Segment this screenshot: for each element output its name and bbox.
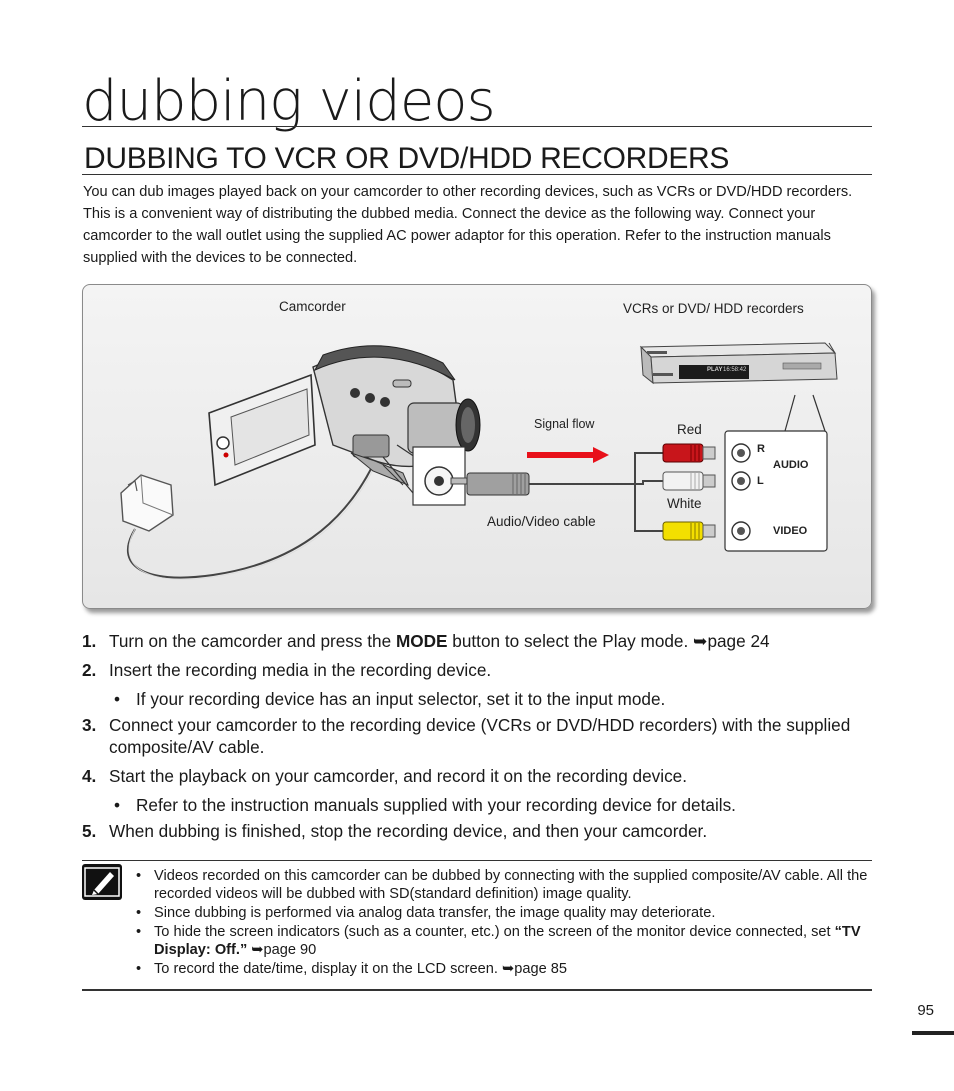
step-bullet: • If your recording device has an input … [114,689,666,709]
tv-display-setting: “TV Display: Off.” [154,924,861,958]
camcorder-icon [208,345,481,487]
red-plug-icon [662,443,716,463]
note-item: •To hide the screen indicators (such as … [136,924,861,958]
step-text: Start the playback on your camcorder, an… [109,766,688,786]
jack-l-label: L [757,475,764,487]
notes-top-rule [82,860,872,861]
yellow-plug-icon [662,521,716,541]
section-divider [82,174,872,175]
page-title: dubbing videos [82,69,496,134]
white-label: White [667,496,702,511]
recorder-display-play: PLAY [707,367,723,373]
dvd-recorder-icon [639,342,838,385]
red-label: Red [677,422,702,437]
title-divider [82,126,872,127]
video-label: VIDEO [773,525,808,537]
note-pencil-icon [82,864,122,900]
note-item: •Since dubbing is performed via analog d… [136,905,716,921]
audio-label: AUDIO [773,459,809,471]
note-text-cont: ➥page 90 [247,942,317,958]
recorder-display-time: 16:58:42 [723,367,747,373]
page-number-bar [912,1031,954,1035]
signal-flow-arrow [527,447,609,463]
section-title: DUBBING TO VCR OR DVD/HDD RECORDERS [84,142,730,175]
step-text-cont: button to select the Play mode. ➥page 24 [447,631,770,651]
bullet-text: Refer to the instruction manuals supplie… [136,795,736,815]
step-item: 5. When dubbing is finished, stop the re… [82,820,882,842]
step-number: 5. [82,821,97,841]
step-number: 2. [82,660,97,680]
notes-list: •Videos recorded on this camcorder can b… [134,867,874,979]
step-item: 4. Start the playback on your camcorder,… [82,765,882,787]
step-bullet: • Refer to the instruction manuals suppl… [114,795,736,815]
jack-r-label: R [757,443,765,455]
step-text: When dubbing is finished, stop the recor… [109,821,708,841]
step-number: 3. [82,715,97,735]
recorder-label: VCRs or DVD/ HDD recorders [623,301,804,316]
camcorder-label: Camcorder [279,299,346,314]
intro-paragraph: You can dub images played back on your c… [83,184,853,266]
step-number: 1. [82,631,97,651]
step-item: 3. Connect your camcorder to the recordi… [82,714,882,758]
step-text: Turn on the camcorder and press the [109,631,396,651]
bullet-text: If your recording device has an input se… [136,689,666,709]
mode-button-text: MODE [395,631,448,651]
note-text: To record the date/time, display it on t… [154,961,567,977]
note-item: •Videos recorded on this camcorder can b… [136,868,868,902]
recorder-jack-panel [724,394,828,552]
cable-label: Audio/Video cable [487,514,596,529]
signal-flow-label: Signal flow [534,417,595,431]
step-text: Insert the recording media in the record… [109,660,492,680]
ac-adapter-icon [120,474,174,532]
note-text: Since dubbing is performed via analog da… [154,905,716,921]
step-item: 2. Insert the recording media in the rec… [82,659,882,681]
step-text: Connect your camcorder to the recording … [109,715,851,757]
step-item: 1. Turn on the camcorder and press the M… [82,630,882,652]
connection-diagram: Camcorder VCRs or DVD/ HDD recorders Sig… [82,284,872,609]
step-number: 4. [82,766,97,786]
note-text: To hide the screen indicators (such as a… [154,924,835,940]
white-plug-icon [662,471,716,491]
steps-list: 1. Turn on the camcorder and press the M… [82,630,882,849]
note-item: •To record the date/time, display it on … [136,961,567,977]
page-number: 95 [917,1002,934,1019]
diagram-illustration [120,342,838,580]
note-text: Videos recorded on this camcorder can be… [154,868,868,902]
notes-bottom-rule [82,989,872,991]
